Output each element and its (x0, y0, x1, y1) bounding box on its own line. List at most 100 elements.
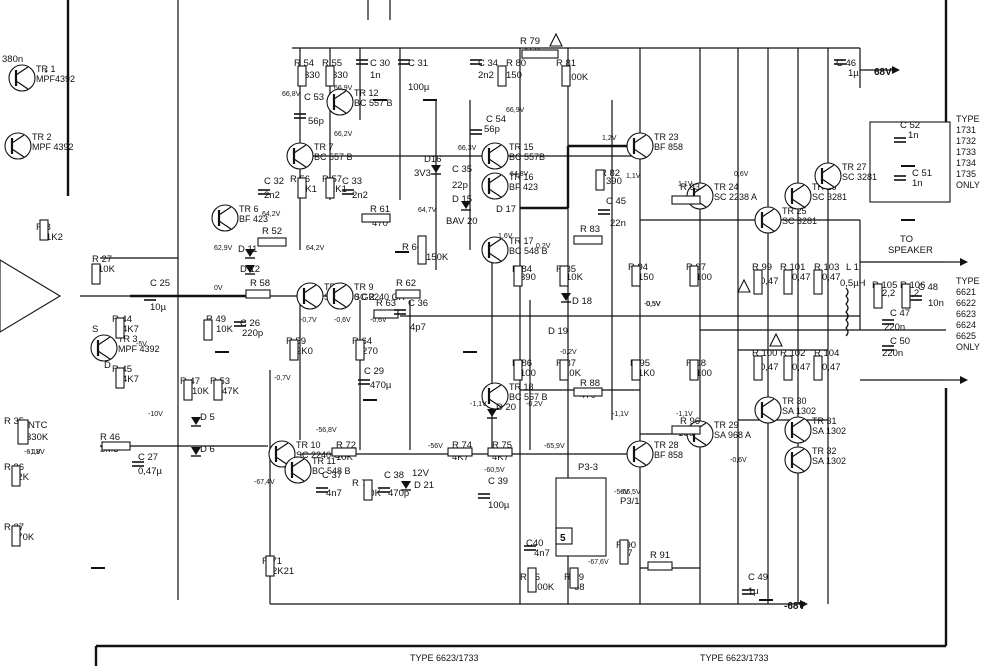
component-label-d20: D 20 (496, 402, 516, 413)
resistor-icon (183, 379, 193, 401)
component-label-c39v: 100µ (488, 500, 510, 511)
component-label-r54: R 54 (294, 58, 314, 69)
component-label-r94v: 150 (638, 272, 654, 283)
transistor-emitter (333, 104, 347, 114)
component-label-c50: C 50 (890, 336, 910, 347)
warning-icon (549, 32, 563, 47)
voltage-v29: -0,7V (300, 317, 317, 324)
voltage-v41: 0V (214, 285, 223, 292)
component-label-r104: R 104 (814, 348, 839, 359)
component-label-r93: R 93 (680, 182, 700, 193)
transistor-part: BF 423 (239, 214, 268, 224)
component-label-c37: C 37 (322, 470, 342, 481)
transistor-part: SA 1302 (812, 456, 846, 466)
transistor-collector (791, 184, 805, 194)
component-label-r47v: 10K (192, 386, 210, 397)
resistor-icon (289, 339, 299, 361)
transistor-name: TR 29 (714, 420, 739, 430)
type-box-item: ONLY (956, 342, 980, 352)
component-label-sel: 380n (2, 54, 23, 65)
voltage-v15: 1,6V (498, 233, 513, 240)
component-label-c27v: 0,47µ (138, 466, 162, 477)
resistor-icon (361, 213, 391, 223)
resistor-icon (245, 289, 271, 299)
resistor-icon (559, 265, 569, 287)
component-label-r74v: 4K7 (452, 452, 469, 463)
transistor-part: SA 968 A (714, 430, 751, 440)
component-label-r61: R 61 (370, 204, 390, 215)
transistor-part: BC 548 B (509, 246, 548, 256)
transistor-emitter (488, 398, 502, 408)
voltage-v17: 0,5V (646, 301, 661, 308)
component-label-r91: R 91 (650, 550, 670, 561)
transistor-part: MPF 4392 (118, 344, 160, 354)
component-label-r102v: 0,47 (792, 362, 811, 373)
component-label-r105v: 2,2 (882, 288, 895, 299)
transistor-collector (303, 284, 317, 294)
component-label-d6: D 6 (200, 444, 215, 455)
diode-icon (431, 165, 441, 173)
type-box-item: 1731 (956, 125, 976, 135)
resistor-icon (17, 419, 29, 445)
component-label-r44v: 4K7 (122, 324, 139, 335)
component-label-c53: C 53 (304, 92, 324, 103)
component-label-d18: D 18 (572, 296, 592, 307)
resistor-icon (521, 49, 559, 59)
voltage-v30: -0,6V (370, 317, 387, 324)
resistor-icon (325, 177, 335, 199)
transistor-collector (633, 134, 647, 144)
transistor-body (754, 396, 782, 424)
component-label-r106v: 2,2 (906, 288, 919, 299)
component-label-r52: R 52 (262, 226, 282, 237)
component-label-c29v: 470µ (370, 380, 392, 391)
component-label-c31: C 31 (408, 58, 428, 69)
component-label-r49v: 10K (216, 324, 234, 335)
component-label-d21v: 12V (412, 468, 430, 479)
voltage-v36: -56V (614, 489, 629, 496)
speaker-label-line1: TO (900, 234, 913, 245)
component-label-c35: C 35 (452, 164, 472, 175)
component-label-c48: C 48 (918, 282, 938, 293)
resistor-icon (115, 317, 125, 339)
component-label-c27: C 27 (138, 452, 158, 463)
component-label-r56v: 2K1 (300, 184, 317, 195)
component-label-c45: C 45 (606, 196, 626, 207)
resistor-icon (115, 367, 125, 389)
resistor-icon (11, 465, 21, 487)
transistor-collector (15, 66, 29, 76)
voltage-group: 66,8V66,9V66,2V66,3V66,9V64,8V64,2V62,9V… (24, 85, 749, 566)
transistor-part: BC 557 B (314, 152, 353, 162)
resistor-icon (631, 359, 641, 381)
component-label-r97v: 100 (696, 272, 712, 283)
voltage-v18: -0,5V (644, 301, 661, 308)
transistor-tr6: TR 6BF 423 (211, 204, 268, 232)
transistor-body (284, 456, 312, 484)
component-label-r104v: 0,47 (822, 362, 841, 373)
transistor-body (90, 334, 118, 362)
transistor-body (814, 162, 842, 190)
component-label-c53v: 56p (308, 116, 324, 127)
transistor-collector (761, 398, 775, 408)
transistor-body (481, 142, 509, 170)
type-box-item: 1734 (956, 158, 976, 168)
type-box-1: TYPE 1731 1732 1733 1734 1735 ONLY (869, 114, 980, 203)
component-label-c49: C 49 (748, 572, 768, 583)
inductor-icon (845, 311, 849, 337)
component-label-r49: R 49 (206, 314, 226, 325)
resistor-icon (265, 555, 275, 577)
component-label-c40v: 4n7 (534, 548, 550, 559)
resistor-icon (753, 355, 763, 381)
transistor-body (626, 440, 654, 468)
resistor-icon (417, 235, 427, 265)
transistor-collector (97, 336, 111, 346)
transistor-collector (791, 448, 805, 458)
transistor-collector (488, 238, 502, 248)
component-label-c34: C 34 (478, 58, 498, 69)
transistor-body (211, 204, 239, 232)
component-label-r55: R 55 (322, 58, 342, 69)
resistor-icon (813, 269, 823, 295)
